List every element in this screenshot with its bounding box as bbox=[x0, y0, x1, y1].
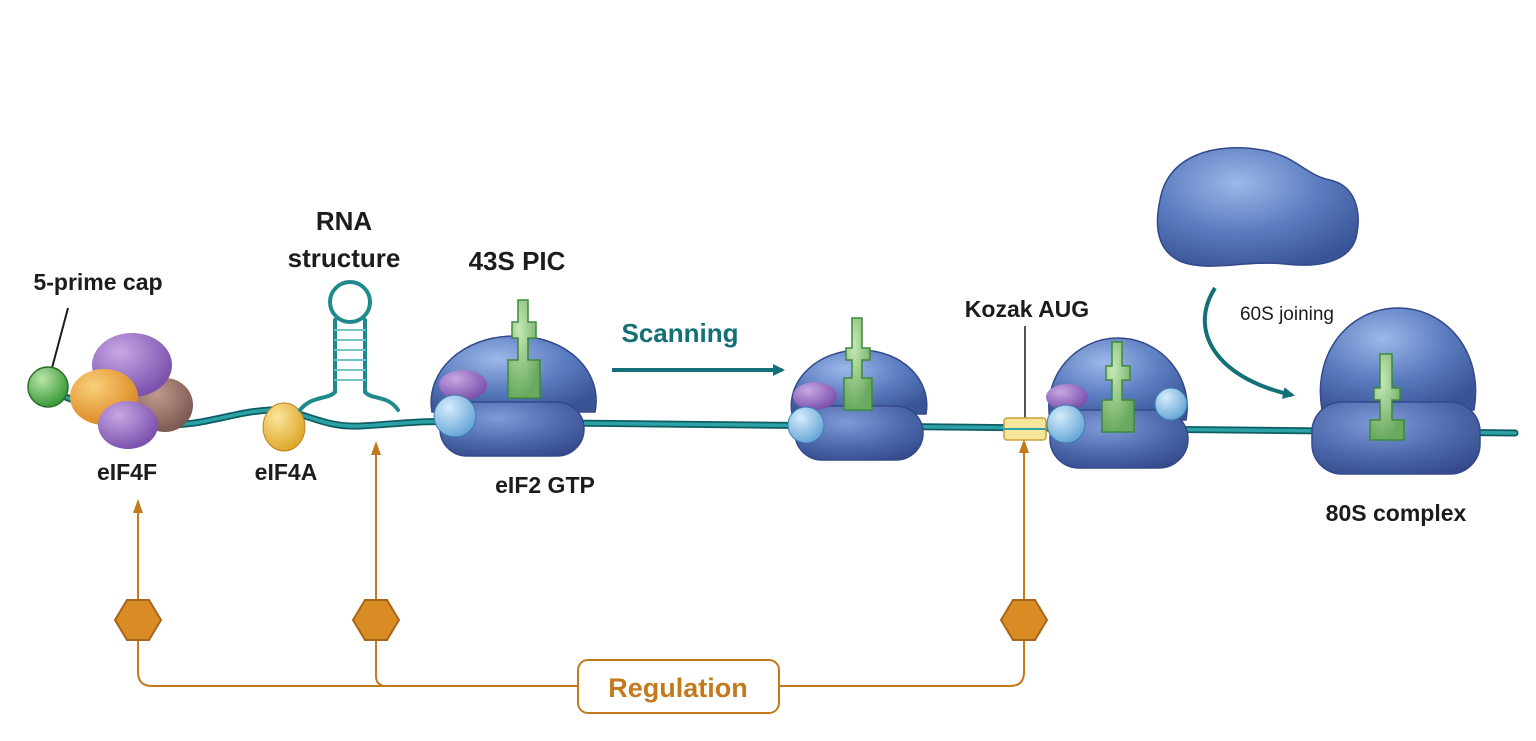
pic-43s bbox=[430, 299, 597, 457]
regulation-box bbox=[577, 659, 780, 714]
regulation-label: Regulation bbox=[608, 673, 748, 703]
eif4f-complex bbox=[70, 333, 193, 449]
regulator-hexagon bbox=[113, 599, 163, 641]
regulator-hexagon bbox=[351, 599, 401, 641]
cap-label: 5-prime cap bbox=[33, 269, 162, 295]
eif4a-protein bbox=[262, 402, 306, 452]
regulator-hexagon bbox=[999, 599, 1049, 641]
complex-80s-label: 80S complex bbox=[1326, 500, 1467, 526]
free-60s-subunit bbox=[1156, 147, 1359, 267]
regulation-network bbox=[133, 439, 1029, 687]
kozak-label: Kozak AUG bbox=[965, 296, 1089, 322]
scanning-label: Scanning bbox=[621, 318, 738, 348]
pic-label: 43S PIC bbox=[469, 246, 566, 276]
ribosome-80s bbox=[1311, 307, 1481, 475]
rna-hairpin bbox=[298, 280, 400, 412]
eif4a-label: eIF4A bbox=[255, 459, 318, 485]
rna-structure-label-line2: structure bbox=[288, 243, 401, 273]
scanning-complex bbox=[787, 317, 928, 461]
five-prime-cap bbox=[27, 307, 69, 408]
start-codon-complex bbox=[1046, 337, 1189, 469]
kozak-aug-marker bbox=[1003, 326, 1047, 441]
eif2-label: eIF2 GTP bbox=[495, 472, 595, 498]
joining-label: 60S joining bbox=[1240, 304, 1334, 325]
eif4f-label: eIF4F bbox=[97, 459, 157, 485]
joining-arrow bbox=[1202, 286, 1295, 399]
rna-structure-label-line1: RNA bbox=[316, 206, 373, 236]
